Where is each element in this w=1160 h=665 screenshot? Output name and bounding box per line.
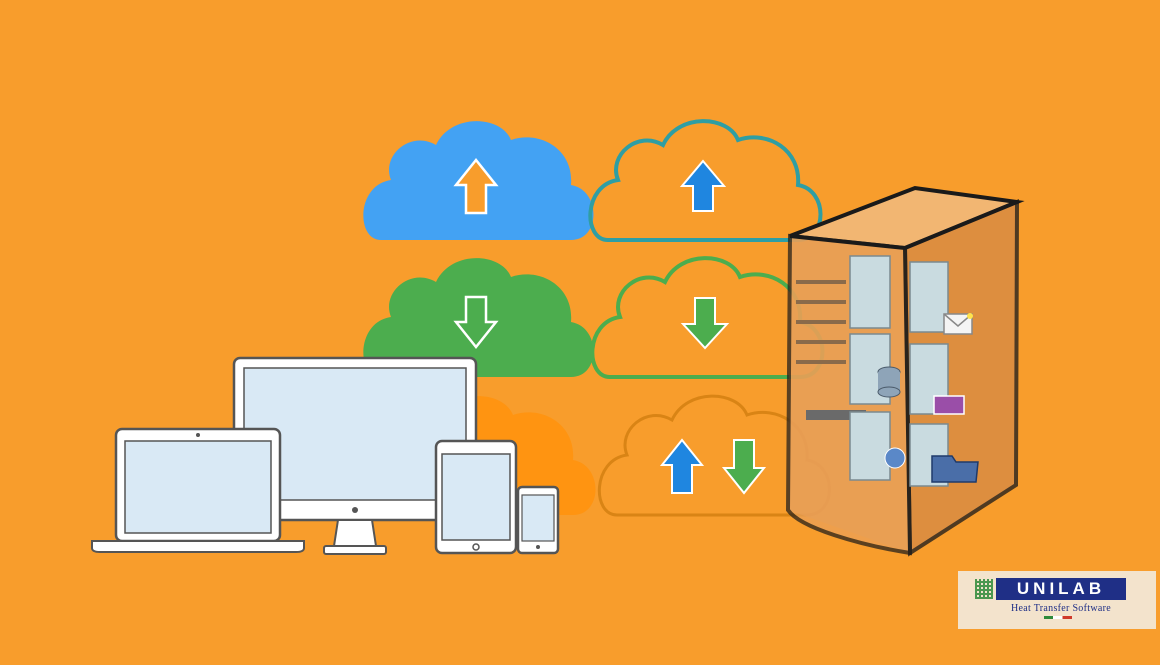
server-tower-icon <box>785 185 1025 557</box>
globe-icon <box>884 447 906 469</box>
logo-brand: UNILAB <box>996 578 1126 600</box>
laptop-icon <box>91 427 305 553</box>
unilab-logo: UNILAB Heat Transfer Software <box>958 571 1156 629</box>
sync-cloud-outline-icon <box>597 394 831 517</box>
upload-cloud-outline-icon <box>588 119 823 242</box>
italian-flag-icon <box>1044 616 1072 619</box>
upload-cloud-filled-icon <box>363 121 594 240</box>
smartphone-icon <box>516 485 560 555</box>
logo-tagline: Heat Transfer Software <box>1011 603 1111 614</box>
media-icon <box>933 395 965 415</box>
logo-grid-icon <box>975 579 993 599</box>
database-icon <box>877 366 901 398</box>
download-cloud-filled-icon <box>363 258 594 377</box>
download-cloud-outline-icon <box>590 256 825 379</box>
email-icon <box>943 313 973 335</box>
folder-icon <box>931 455 979 483</box>
tablet-icon <box>434 439 518 555</box>
